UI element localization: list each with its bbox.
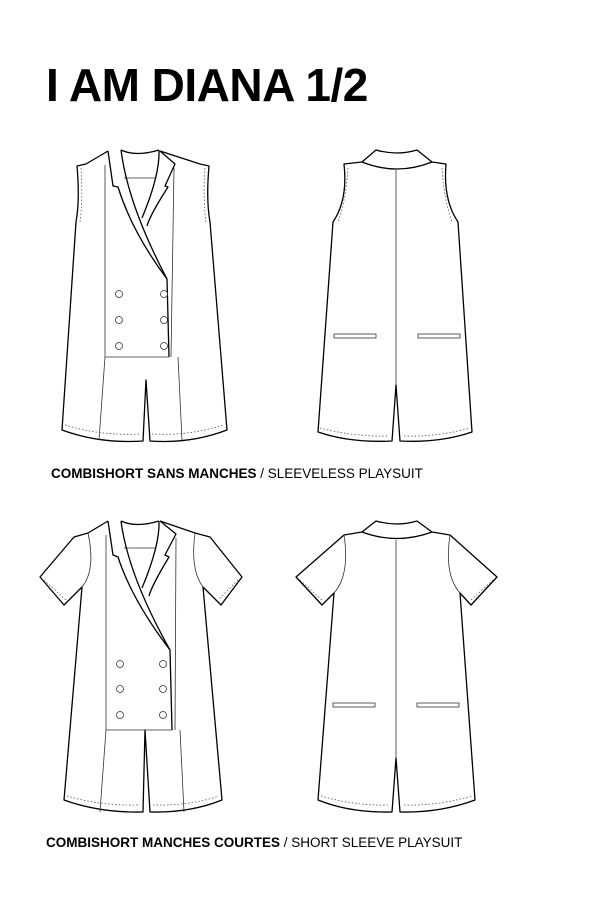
caption-sleeveless-en: SLEEVELESS PLAYSUIT bbox=[267, 466, 423, 481]
caption-short-sleeve-fr: COMBISHORT MANCHES COURTES bbox=[46, 835, 281, 850]
page-title: I AM DIANA 1/2 bbox=[46, 59, 368, 111]
caption-sleeveless: COMBISHORT SANS MANCHES / SLEEVELESS PLA… bbox=[51, 467, 423, 481]
caption-short-sleeve: COMBISHORT MANCHES COURTES / SHORT SLEEV… bbox=[46, 836, 462, 850]
caption-sleeveless-fr: COMBISHORT SANS MANCHES bbox=[51, 466, 257, 481]
caption-short-sleeve-en: SHORT SLEEVE PLAYSUIT bbox=[291, 835, 463, 850]
caption-separator: / bbox=[256, 466, 268, 481]
caption-separator: / bbox=[280, 835, 292, 850]
